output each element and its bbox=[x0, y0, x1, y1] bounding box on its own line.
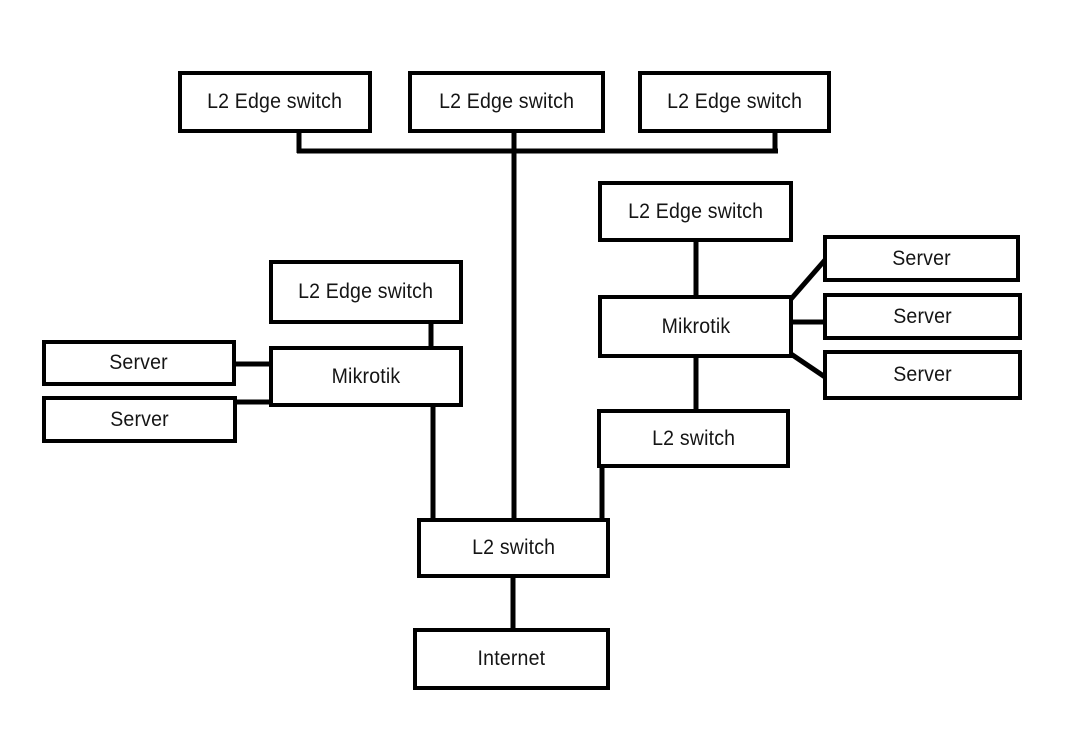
node-label: L2 switch bbox=[651, 426, 736, 450]
node-label: Server bbox=[893, 304, 952, 328]
node-label: L2 switch bbox=[471, 536, 556, 559]
node-label: L2 Edge switch bbox=[298, 280, 434, 303]
node-internet: Internet bbox=[413, 628, 610, 690]
node-label: L2 Edge switch bbox=[207, 90, 343, 113]
node-label: Server bbox=[892, 246, 951, 270]
node-label: L2 Edge switch bbox=[666, 90, 803, 113]
node-server-right-3: Server bbox=[823, 350, 1022, 400]
node-edge-switch-top-1: L2 Edge switch bbox=[178, 71, 372, 133]
node-label: Internet bbox=[477, 647, 546, 670]
node-server-right-1: Server bbox=[823, 235, 1020, 282]
node-server-right-2: Server bbox=[823, 293, 1022, 340]
node-label: Server bbox=[893, 363, 952, 386]
node-label: L2 Edge switch bbox=[438, 90, 575, 113]
connector-mikrotik-server1 bbox=[789, 258, 827, 301]
node-label: Server bbox=[110, 407, 169, 431]
connector-mikrotik-server3 bbox=[789, 351, 827, 380]
node-edge-switch-right: L2 Edge switch bbox=[598, 181, 793, 242]
node-edge-switch-top-2: L2 Edge switch bbox=[408, 71, 605, 133]
node-server-left-1: Server bbox=[42, 340, 236, 386]
node-label: Server bbox=[109, 351, 169, 374]
node-label: L2 Edge switch bbox=[627, 199, 764, 223]
node-l2-switch-core: L2 switch bbox=[417, 518, 610, 578]
node-edge-switch-left: L2 Edge switch bbox=[269, 260, 463, 324]
node-server-left-2: Server bbox=[42, 396, 237, 443]
node-label: Mikrotik bbox=[331, 364, 401, 388]
node-label: Mikrotik bbox=[661, 314, 730, 338]
node-l2-switch-right: L2 switch bbox=[597, 409, 790, 468]
node-mikrotik-right: Mikrotik bbox=[598, 295, 793, 358]
node-edge-switch-top-3: L2 Edge switch bbox=[638, 71, 831, 133]
node-mikrotik-left: Mikrotik bbox=[269, 346, 463, 407]
